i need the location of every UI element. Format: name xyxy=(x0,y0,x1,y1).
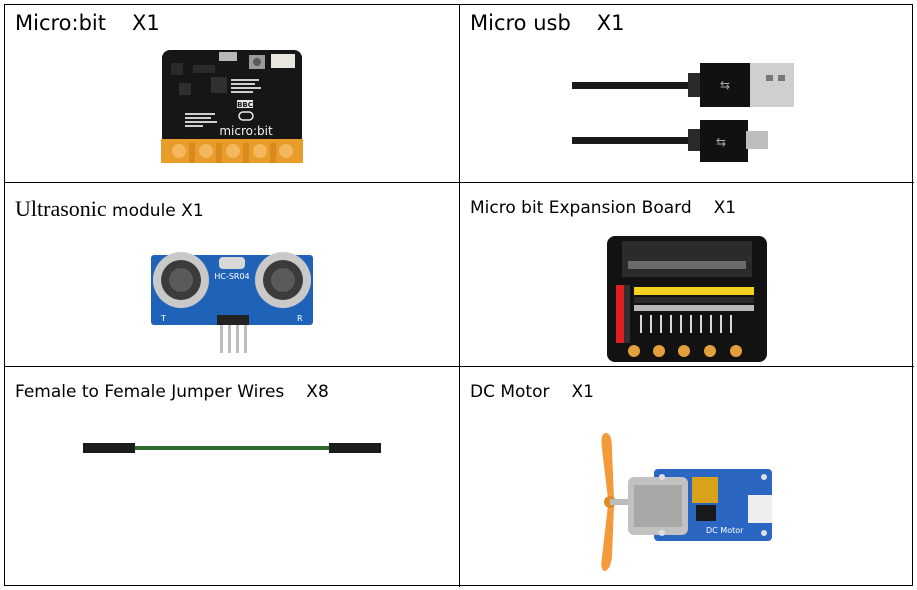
sensor-r-text: R xyxy=(297,314,303,323)
dc-motor-name: DC Motor xyxy=(470,382,550,402)
microbit-bbc-text: BBC xyxy=(237,101,253,109)
jumper-wires-label: Female to Female Jumper Wires X8 xyxy=(15,382,329,402)
cell-jumper-wires: Female to Female Jumper Wires X8 xyxy=(5,367,460,587)
expansion-board-label: Micro bit Expansion Board X1 xyxy=(470,198,736,218)
cell-dc-motor: DC Motor X1 DC Motor xyxy=(460,367,914,587)
micro-usb-qty: X1 xyxy=(596,11,625,35)
dc-motor-qty: X1 xyxy=(571,382,594,402)
jumper-wires-name: Female to Female Jumper Wires xyxy=(15,382,285,402)
microbit-label: Micro:bit X1 xyxy=(15,11,160,35)
microbit-board-image: BBC micro:bit xyxy=(161,50,303,163)
micro-usb-label: Micro usb X1 xyxy=(470,11,625,35)
ultrasonic-sensor-image: HC-SR04 T R xyxy=(151,252,313,353)
micro-usb-name: Micro usb xyxy=(470,11,571,35)
sensor-t-text: T xyxy=(160,314,166,323)
svg-text:⇆: ⇆ xyxy=(716,135,726,149)
cell-micro-usb: Micro usb X1 ⇆ ⇆ xyxy=(460,5,914,183)
svg-text:⇆: ⇆ xyxy=(720,78,730,92)
dc-motor-image: DC Motor xyxy=(601,433,772,571)
ultrasonic-label: Ultrasonic module X1 xyxy=(15,196,204,222)
microbit-name: Micro:bit xyxy=(15,11,106,35)
dc-motor-label: DC Motor X1 xyxy=(470,382,594,402)
micro-usb-cable-image: ⇆ ⇆ xyxy=(572,63,794,162)
sensor-model-text: HC-SR04 xyxy=(214,272,249,281)
cell-ultrasonic: Ultrasonic module X1 HC-SR04 T R xyxy=(5,183,460,367)
jumper-wires-qty: X8 xyxy=(306,382,329,402)
cell-expansion-board: Micro bit Expansion Board X1 xyxy=(460,183,914,367)
expansion-board-image xyxy=(607,236,767,362)
expansion-board-name: Micro bit Expansion Board xyxy=(470,198,692,218)
expansion-board-qty: X1 xyxy=(713,198,737,218)
microbit-logo-text: micro:bit xyxy=(219,124,273,138)
microbit-qty: X1 xyxy=(132,11,160,35)
ultrasonic-name: Ultrasonic xyxy=(15,196,107,221)
motor-board-text: DC Motor xyxy=(706,526,744,535)
jumper-wire-image xyxy=(83,443,381,453)
ultrasonic-name-rest: module X1 xyxy=(106,201,204,221)
